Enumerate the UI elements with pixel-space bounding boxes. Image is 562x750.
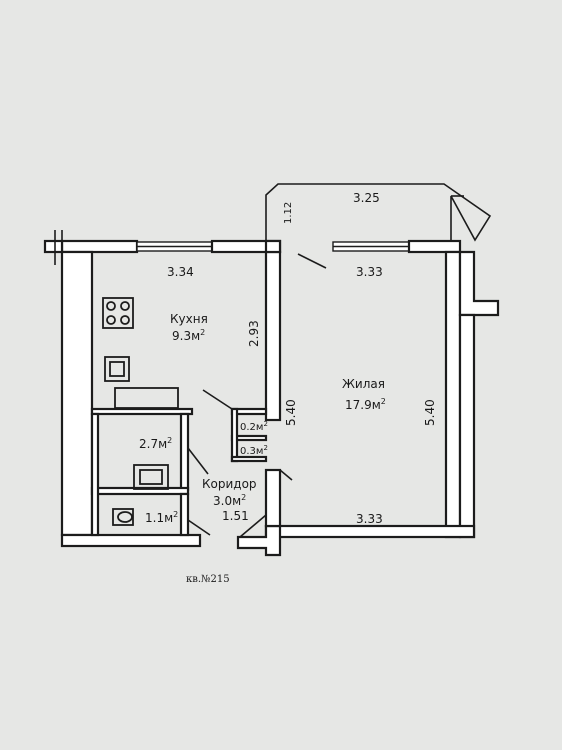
wall-kitchen-left	[60, 250, 94, 537]
dim-living-width-top: 3.33	[356, 265, 383, 279]
kitchen-counter	[114, 387, 179, 409]
wall-kitchen-bottom	[90, 407, 194, 416]
room-living-name: Жилая	[342, 377, 385, 391]
room-living-area: 17.9м2	[345, 397, 386, 412]
dim-kitchen-width: 3.34	[167, 265, 194, 279]
door-toilet	[187, 519, 211, 536]
kitchen-sink-bowl	[109, 361, 125, 377]
room-bathroom-area: 2.7м2	[139, 436, 172, 451]
stove-burner	[120, 301, 130, 311]
wall-kitchen-top-left	[60, 239, 139, 254]
door-living	[279, 469, 293, 481]
wall-living-top-right	[407, 239, 462, 254]
stove-burner	[106, 315, 116, 325]
wall-living-corridor	[264, 468, 282, 528]
wall-bathroom-left	[90, 412, 100, 537]
room-corridor-name: Коридор	[202, 477, 257, 491]
wall-bathroom-right	[179, 412, 190, 492]
washbasin-bowl	[139, 469, 163, 485]
door-closet	[202, 389, 233, 410]
toilet-icon	[112, 508, 134, 526]
balcony-outline	[265, 183, 492, 245]
room-toilet-area: 1.1м2	[145, 510, 178, 525]
dim-living-width-bottom: 3.33	[356, 512, 383, 526]
kitchen-sink-icon	[104, 356, 130, 382]
dim-kitchen-depth: 2.93	[247, 320, 261, 347]
wall-bottom-left	[60, 533, 202, 548]
dim-balcony-depth: 1.12	[283, 202, 294, 224]
wall-closet-left	[230, 407, 239, 463]
room-closet-small-area: 0.2м2	[240, 420, 268, 433]
wall-stub-left	[43, 239, 64, 254]
wall-partition-kitchen-living	[264, 250, 282, 422]
room-kitchen-area: 9.3м2	[172, 328, 205, 343]
wall-toilet-right	[179, 492, 190, 537]
toilet-bowl	[117, 511, 133, 523]
dim-corridor-width: 1.51	[222, 509, 249, 523]
wall-partition-top	[264, 239, 282, 254]
dim-living-height-left: 5.40	[284, 399, 298, 426]
dim-balcony-width: 3.25	[353, 191, 380, 205]
room-kitchen-name: Кухня	[170, 312, 208, 326]
stove-icon	[102, 297, 134, 329]
wall-entry	[236, 524, 282, 557]
dim-living-height-right: 5.40	[423, 399, 437, 426]
wall-closet-bottom	[230, 455, 268, 463]
wall-right-outer	[458, 313, 476, 539]
apartment-number: кв.№215	[186, 574, 230, 585]
wall-living-right	[444, 250, 462, 539]
stove-burner	[106, 301, 116, 311]
entry-door	[239, 514, 267, 538]
wall-living-bottom	[264, 524, 476, 539]
door-balcony	[297, 253, 327, 269]
door-bathroom	[187, 447, 209, 475]
wall-living-right-outer	[458, 250, 500, 317]
room-corridor-area: 3.0м2	[213, 493, 246, 508]
room-closet-medium-area: 0.3м2	[240, 444, 268, 457]
stove-burner	[120, 315, 130, 325]
washbasin-icon	[133, 464, 169, 490]
